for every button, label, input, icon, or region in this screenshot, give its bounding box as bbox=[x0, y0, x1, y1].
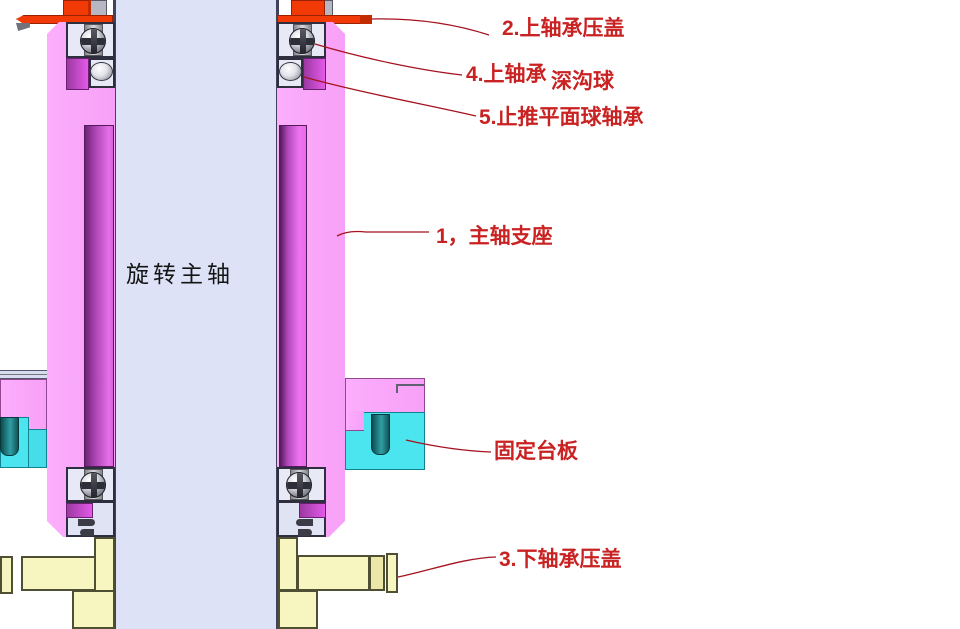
lower-cover-right-arm bbox=[297, 555, 370, 591]
bolt-right bbox=[371, 414, 390, 455]
leader-spindle-support bbox=[336, 230, 429, 237]
lower-cover-right-strip bbox=[369, 555, 385, 591]
annotation-upper-bearing: 4.上轴承 bbox=[466, 63, 547, 86]
lower-cover-right-wide bbox=[278, 590, 318, 629]
shaft-label: 旋转主轴 bbox=[126, 261, 234, 287]
snap-ring-right2 bbox=[298, 529, 312, 536]
ball-slot bbox=[297, 473, 303, 497]
gray-wedge-left bbox=[16, 23, 30, 31]
spindle-shaft bbox=[113, 0, 279, 629]
thrust-ball-left bbox=[90, 62, 113, 81]
shaft-stud-left bbox=[89, 0, 107, 17]
flange-right-notch-h bbox=[396, 384, 424, 386]
orange-column-left bbox=[63, 0, 91, 16]
annotation-upper-bearing-cover: 2.上轴承压盖 bbox=[502, 17, 625, 40]
annotation-thrust-bearing: 5.止推平面球轴承 bbox=[479, 106, 644, 129]
lower-cover-right-cap bbox=[386, 553, 398, 593]
ball-slot bbox=[300, 29, 306, 53]
snap-ring-right bbox=[296, 519, 313, 526]
snap-ring-left2 bbox=[80, 529, 94, 536]
annotation-lower-bearing-cover: 3.下轴承压盖 bbox=[499, 548, 622, 571]
snap-ring-left bbox=[78, 519, 95, 526]
thrust-spacer-left bbox=[66, 58, 89, 90]
leader-upper-bearing-cover bbox=[371, 18, 490, 36]
upper-ball-bearing-left bbox=[80, 28, 106, 54]
lower-ball-bearing-right bbox=[286, 472, 312, 498]
thrust-ball-right bbox=[279, 62, 302, 81]
annotation-fixed-platen: 固定台板 bbox=[494, 440, 578, 463]
lower-cover-left-arm bbox=[21, 556, 96, 591]
lower-spacer-left bbox=[66, 503, 93, 518]
flange-right-step bbox=[345, 411, 364, 431]
orange-column-right bbox=[291, 0, 325, 16]
flange-right bbox=[345, 378, 425, 412]
lower-cover-right-column bbox=[278, 537, 298, 591]
ball-slot bbox=[91, 473, 97, 497]
platen-left-step bbox=[28, 429, 47, 468]
upper-ball-bearing-right bbox=[289, 28, 315, 54]
annotation-bearing-type: 深沟球 bbox=[551, 70, 614, 93]
inner-sleeve-right bbox=[279, 125, 307, 467]
ball-slot bbox=[91, 29, 97, 53]
flange-right-tip bbox=[360, 15, 372, 24]
annotation-spindle-support: 1，主轴支座 bbox=[436, 225, 553, 248]
lower-cover-left-end bbox=[0, 556, 13, 594]
shaft-stud-right bbox=[324, 0, 333, 16]
leader-lower-bearing-cover bbox=[397, 556, 497, 578]
thrust-spacer-right bbox=[303, 58, 326, 90]
lower-spacer-right bbox=[299, 503, 326, 518]
bolt-left bbox=[0, 417, 19, 456]
flange-right-notch-v bbox=[396, 384, 398, 393]
inner-sleeve-left bbox=[84, 125, 114, 467]
lower-cover-left-wide bbox=[72, 590, 115, 629]
lavender-strip-line bbox=[0, 374, 47, 375]
lower-ball-bearing-left bbox=[80, 472, 106, 498]
